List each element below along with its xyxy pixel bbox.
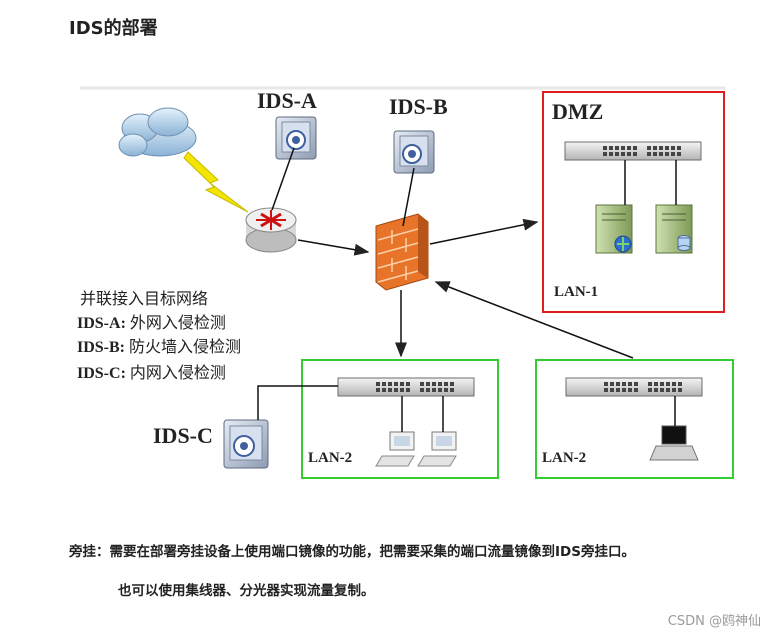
lightning-link-icon [183,151,249,213]
lan2-right-label: LAN-2 [542,450,587,466]
legend-key: IDS-A: [77,315,126,332]
legend-item: IDS-A: 外网入侵检测 [77,309,226,333]
lan2-to-firewall-arrow [434,281,634,359]
ids-b-device-icon [393,130,435,174]
lan2-right-switch-icon [565,377,703,397]
lan2-left-zone-box [301,359,499,479]
ids-a-link [271,147,295,211]
ids-b-label: IDS-B [389,94,448,119]
router-icon [245,207,297,253]
laptop-icon [649,425,699,461]
legend-heading: 并联接入目标网络 [80,291,209,308]
legend-item: IDS-B: 防火墙入侵检测 [77,333,241,357]
lan2-left-label: LAN-2 [308,450,353,466]
ids-c-link [257,385,338,420]
legend-key: IDS-C: [77,365,126,382]
legend-desc: 内网入侵检测 [125,365,226,382]
lan2-right-zone-box [535,359,734,479]
dmz-title: DMZ [552,99,604,124]
workstation-icon [375,431,415,467]
ids-b-link [402,167,415,227]
watermark: CSDN @鸥神仙 [667,614,761,629]
firewall-to-dmz-arrow [429,218,539,245]
page-title: IDS的部署 [69,18,158,39]
note-line-1: 旁挂：需要在部署旁挂设备上使用端口镜像的功能，把需要采集的端口流量镜像到IDS旁… [69,544,635,560]
internet-cloud-icon [118,107,197,157]
dmz-lan-label: LAN-1 [554,284,599,300]
legend-desc: 防火墙入侵检测 [125,339,242,356]
database-server-icon [655,204,693,254]
lan2-left-switch-icon [337,377,475,397]
dmz-switch-icon [564,141,702,161]
router-to-firewall-arrow [297,239,370,256]
legend-key: IDS-B: [77,339,126,356]
ids-c-label: IDS-C [153,423,213,448]
web-server-icon [595,204,633,254]
legend-item: IDS-C: 内网入侵检测 [77,359,226,383]
note-line-2: 也可以使用集线器、分光器实现流量复制。 [118,583,375,599]
ids-a-device-icon [275,116,317,160]
legend-desc: 外网入侵检测 [125,315,226,332]
firewall-icon [375,213,429,291]
workstation-icon [417,431,457,467]
dmz-zone-box [542,91,725,313]
ids-a-label: IDS-A [257,88,317,113]
ids-c-device-icon [223,419,269,469]
